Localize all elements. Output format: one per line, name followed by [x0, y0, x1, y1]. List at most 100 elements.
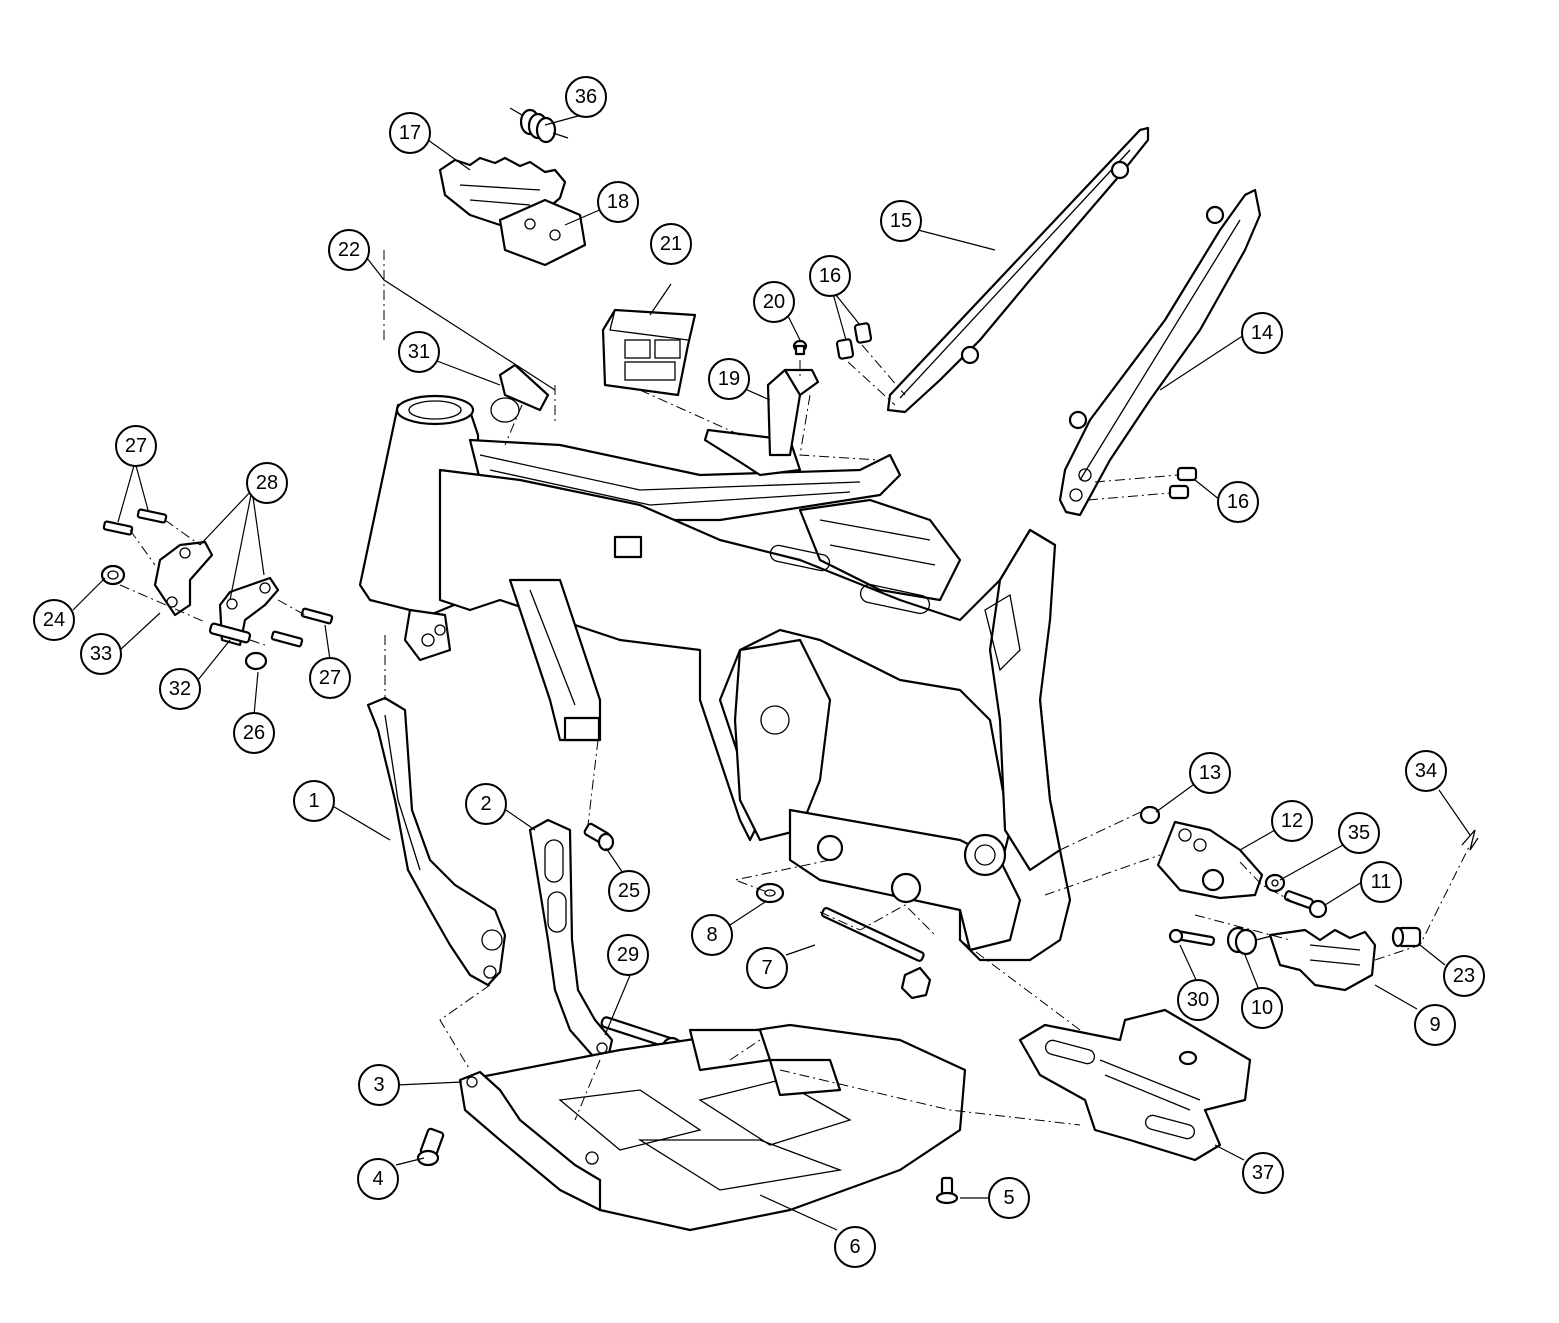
callout-9: 9: [1414, 1004, 1456, 1046]
callout-26: 26: [233, 712, 275, 754]
callout-5-label: 5: [1003, 1187, 1014, 1209]
callout-25-label: 25: [618, 880, 640, 902]
footpeg-bracket-part-18: [498, 198, 587, 267]
bolt-pair-top-part-16: [835, 322, 873, 360]
callout-18: 18: [597, 181, 639, 223]
callout-24: 24: [33, 599, 75, 641]
callout-4-label: 4: [372, 1168, 383, 1190]
callout-12-label: 12: [1281, 810, 1303, 832]
callout-10: 10: [1241, 987, 1283, 1029]
callout-27-bottom: 27: [309, 657, 351, 699]
callout-27-bottom-label: 27: [319, 667, 341, 689]
callout-15: 15: [880, 200, 922, 242]
rubber-part-31: [490, 363, 550, 423]
callout-35: 35: [1338, 812, 1380, 854]
bolt-pair-right-part-16: [1168, 466, 1198, 500]
callout-32: 32: [159, 668, 201, 710]
callout-5: 5: [988, 1177, 1030, 1219]
callout-26-label: 26: [243, 722, 265, 744]
callout-3-label: 3: [373, 1074, 384, 1096]
callout-14-label: 14: [1251, 322, 1273, 344]
bracket-part-19: [703, 368, 820, 477]
callout-22-label: 22: [338, 239, 360, 261]
callout-21-label: 21: [660, 233, 682, 255]
bushing-part-23: [1391, 926, 1422, 948]
callout-6: 6: [834, 1226, 876, 1268]
callout-31: 31: [398, 331, 440, 373]
callout-37: 37: [1242, 1152, 1284, 1194]
callout-13: 13: [1189, 752, 1231, 794]
bolt-part-25: [583, 822, 615, 852]
callout-24-label: 24: [43, 609, 65, 631]
callout-12: 12: [1271, 800, 1313, 842]
callout-8-label: 8: [706, 924, 717, 946]
callout-2-label: 2: [480, 793, 491, 815]
callout-20: 20: [753, 281, 795, 323]
callout-29-label: 29: [617, 944, 639, 966]
callout-27-top-label: 27: [125, 435, 147, 457]
callout-16-top-label: 16: [819, 265, 841, 287]
callout-34-label: 34: [1415, 760, 1437, 782]
alignment-lines: [119, 250, 1471, 1126]
skid-plate-part-6: [463, 1023, 967, 1232]
callout-1-label: 1: [308, 790, 319, 812]
callout-32-label: 32: [169, 678, 191, 700]
spring-part-36: [509, 107, 569, 144]
callout-8: 8: [691, 914, 733, 956]
callout-29: 29: [607, 934, 649, 976]
pin-part-30: [1168, 928, 1216, 947]
callout-19: 19: [708, 358, 750, 400]
callout-30-label: 30: [1187, 989, 1209, 1011]
callout-21: 21: [650, 223, 692, 265]
washer-part-35: [1264, 873, 1286, 893]
bracket-part-33: [153, 540, 214, 617]
callouts: 1 2 3 4 5 6 7 8 9 10 11 12 13 14 15 16 1…: [33, 76, 1485, 1268]
callout-7-label: 7: [761, 957, 772, 979]
callout-31-label: 31: [408, 341, 430, 363]
callout-19-label: 19: [718, 368, 740, 390]
callout-33-label: 33: [90, 643, 112, 665]
rail-part-14: [1058, 188, 1262, 517]
clip-part-34: [1461, 829, 1479, 851]
callout-28: 28: [246, 462, 288, 504]
rail-part-15: [886, 126, 1150, 414]
bolt-part-11: [1283, 890, 1328, 919]
callout-22: 22: [328, 229, 370, 271]
callout-3: 3: [358, 1064, 400, 1106]
callout-23: 23: [1443, 955, 1485, 997]
callout-25: 25: [608, 870, 650, 912]
callout-6-label: 6: [849, 1236, 860, 1258]
callout-16-right-label: 16: [1227, 491, 1249, 513]
bolt-part-4: [416, 1127, 445, 1167]
box-part-21: [601, 308, 697, 397]
callout-16-top: 16: [809, 255, 851, 297]
callout-28-label: 28: [256, 472, 278, 494]
leader-lines: [72, 109, 1471, 1231]
callout-16-right: 16: [1217, 481, 1259, 523]
callout-14: 14: [1241, 312, 1283, 354]
callout-36: 36: [565, 76, 607, 118]
callout-13-label: 13: [1199, 762, 1221, 784]
callout-7: 7: [746, 947, 788, 989]
callout-9-label: 9: [1429, 1014, 1440, 1036]
side-plate-part-3: [458, 1070, 602, 1212]
arm-part-2: [528, 818, 614, 1060]
arm-part-1: [366, 696, 507, 987]
callout-17: 17: [389, 112, 431, 154]
callout-33: 33: [80, 633, 122, 675]
callout-34: 34: [1405, 750, 1447, 792]
callout-18-label: 18: [607, 191, 629, 213]
callout-30: 30: [1177, 979, 1219, 1021]
plate-part-37: [1018, 1008, 1252, 1162]
bolt-part-5: [935, 1176, 959, 1205]
nut-part-13: [1139, 805, 1161, 825]
callout-36-label: 36: [575, 86, 597, 108]
callout-17-label: 17: [399, 122, 421, 144]
callout-15-label: 15: [890, 210, 912, 232]
footpeg-part-9: [1268, 928, 1377, 992]
callout-1: 1: [293, 780, 335, 822]
callout-35-label: 35: [1348, 822, 1370, 844]
callout-11-label: 11: [1371, 871, 1392, 893]
spring-part-10: [1226, 926, 1276, 956]
